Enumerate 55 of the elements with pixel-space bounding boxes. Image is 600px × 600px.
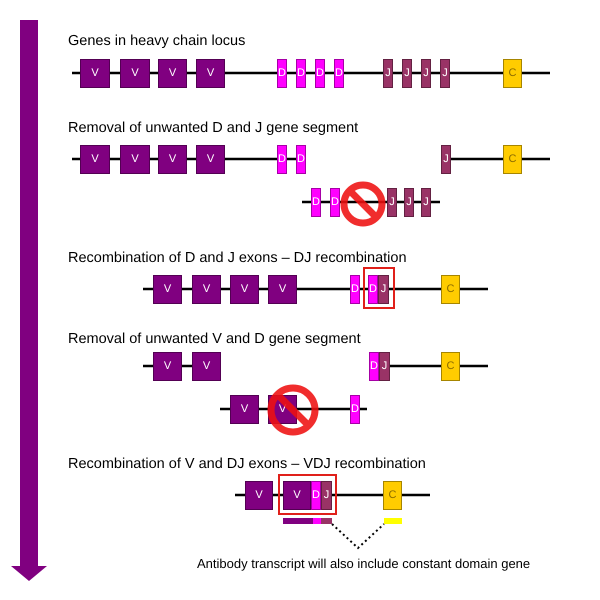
gene-segment: V: [120, 59, 150, 88]
gene-segment: J: [421, 188, 431, 217]
transcript-bar: [384, 518, 402, 524]
gene-segment: C: [441, 352, 460, 381]
gene-segment: D: [277, 145, 287, 174]
gene-segment: D: [296, 145, 306, 174]
gene-segment: V: [153, 275, 182, 304]
gene-segment: D: [311, 481, 321, 510]
gene-segment: J: [402, 59, 412, 88]
gene-segment: V: [120, 145, 150, 174]
gene-segment: J: [387, 188, 397, 217]
gene-segment: D: [277, 59, 287, 88]
gene-segment: J: [421, 59, 431, 88]
gene-segment: C: [503, 145, 522, 174]
gene-segment: V: [158, 59, 187, 88]
gene-segment: D: [350, 395, 360, 424]
step-heading: Removal of unwanted V and D gene segment: [68, 331, 361, 347]
gene-segment: V: [153, 352, 182, 381]
gene-segment: C: [383, 481, 402, 510]
gene-segment: J: [440, 59, 450, 88]
gene-segment: J: [321, 481, 332, 510]
transcript-bar: [283, 518, 332, 524]
gene-segment: V: [158, 145, 187, 174]
gene-segment: C: [503, 59, 522, 88]
gene-segment: D: [369, 352, 379, 381]
gene-segment: J: [404, 188, 414, 217]
gene-segment: D: [330, 188, 340, 217]
gene-segment: C: [441, 275, 460, 304]
gene-segment: D: [315, 59, 325, 88]
gene-segment: V: [80, 145, 110, 174]
gene-segment: D: [334, 59, 344, 88]
splice-line: [331, 523, 385, 550]
gene-segment: V: [192, 352, 221, 381]
step-heading: Genes in heavy chain locus: [68, 33, 246, 49]
gene-segment: V: [268, 275, 297, 304]
gene-segment: J: [441, 145, 451, 174]
gene-segment: V: [196, 59, 225, 88]
gene-segment: V: [230, 395, 259, 424]
gene-segment: D: [350, 275, 360, 304]
gene-segment: V: [230, 275, 259, 304]
step-heading: Removal of unwanted D and J gene segment: [68, 120, 358, 136]
step-heading: Recombination of D and J exons – DJ recombination: [68, 250, 407, 266]
gene-segment: V: [283, 481, 311, 510]
gene-segment: D: [296, 59, 306, 88]
gene-segment: V: [192, 275, 221, 304]
note-text: Antibody transcript will also include constant domain gene: [197, 556, 530, 571]
gene-segment: J: [379, 352, 390, 381]
gene-segment: D: [311, 188, 321, 217]
gene-segment: D: [368, 275, 378, 304]
gene-segment: J: [383, 59, 393, 88]
gene-segment: V: [196, 145, 225, 174]
gene-segment: V: [80, 59, 110, 88]
gene-segment: J: [378, 275, 389, 304]
step-heading: Recombination of V and DJ exons – VDJ recombination: [68, 456, 426, 472]
gene-segment: V: [245, 481, 273, 510]
